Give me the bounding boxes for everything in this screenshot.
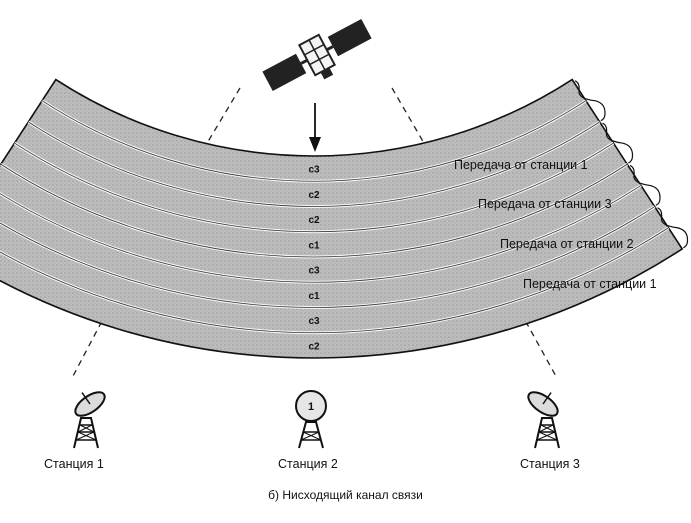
band-separator-line [0,227,669,334]
transmission-brace [657,207,689,249]
satellite-icon [262,18,372,92]
station-label-1: Станция 1 [44,457,104,471]
station-3-antenna-icon [527,391,560,449]
transmission-label-4: Передача от станции 1 [523,277,657,291]
downlink-arrow [309,103,321,152]
transmission-braces [574,80,689,249]
transmission-label-2: Передача от станции 3 [478,197,612,211]
station-2-antenna-icon: 1 [295,390,327,449]
transmission-label-1: Передача от станции 1 [454,158,588,172]
figure-caption: б) Нисходящий канал связи [268,488,423,502]
band-label: с1 [308,240,320,251]
transmission-brace [602,122,634,164]
band-label: с3 [308,266,320,277]
transmission-label-3: Передача от станции 2 [500,237,634,251]
transmission-brace [574,80,606,122]
band-separator-line [0,163,628,258]
band-label: с3 [308,316,320,327]
band-separator-line [0,206,655,308]
band-separator-line [14,142,614,233]
station-2-dish-label: 1 [308,401,314,413]
band-label: с2 [308,215,320,226]
station-label-3: Станция 3 [520,457,580,471]
band-separator-line [41,100,587,182]
station-label-2: Станция 2 [278,457,338,471]
band-labels: с3 с2 с2 с1 с3 с1 с3 с2 [308,165,320,353]
band-label: с2 [308,190,320,201]
band-label: с2 [308,341,320,352]
station-1-antenna-icon [73,391,106,449]
downlink-frame [0,78,684,359]
band-separator-line [28,121,600,207]
transmission-brace [629,164,661,206]
frame-outline [0,78,684,359]
band-label: с3 [308,165,320,176]
band-separator-line [0,185,642,283]
band-label: с1 [308,291,320,302]
